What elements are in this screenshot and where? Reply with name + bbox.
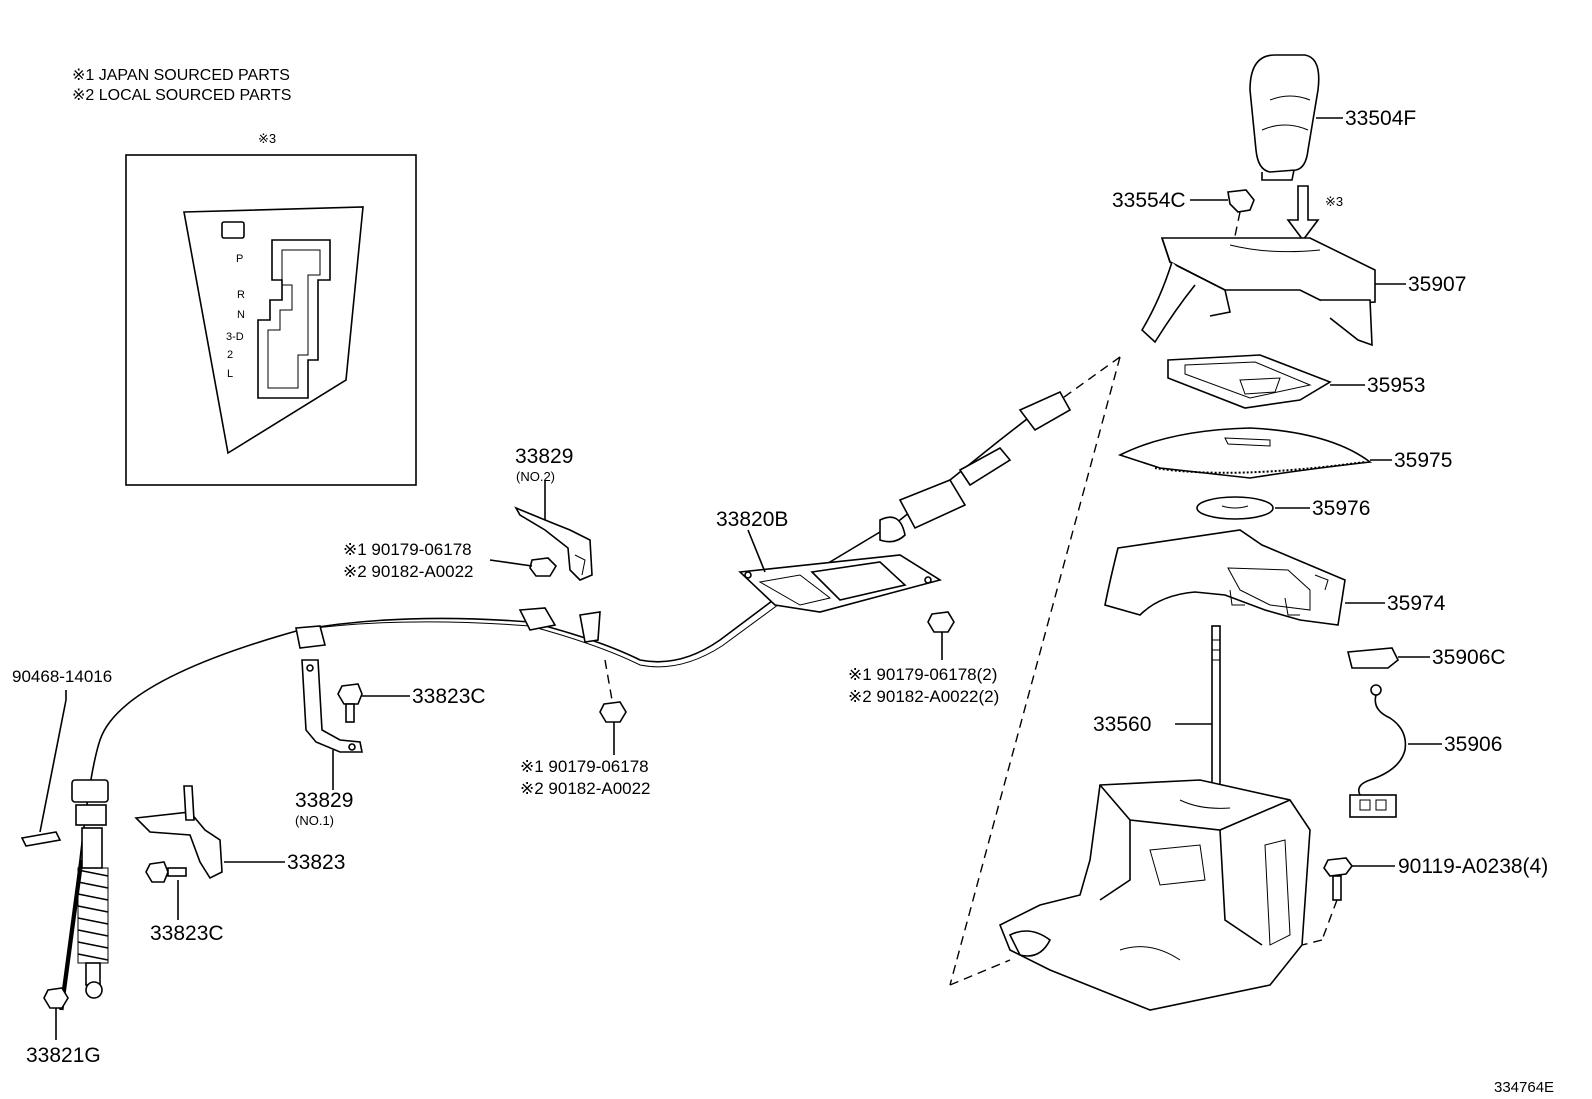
shift-knob bbox=[1249, 54, 1320, 181]
gate-2: 2 bbox=[227, 349, 233, 361]
label-33821G: 33821G bbox=[26, 1044, 101, 1067]
label-nut3-l1: ※1 90179-06178 bbox=[520, 757, 649, 776]
bracket-33829-no2 bbox=[514, 506, 593, 581]
cable-bracket-33820B bbox=[738, 554, 942, 613]
bolt-33823C-upper bbox=[337, 683, 363, 723]
label-33823C-lower: 33823C bbox=[150, 922, 224, 945]
shift-base-assembly bbox=[998, 779, 1311, 1011]
cable-collar bbox=[295, 625, 327, 649]
shift-gate-inset: P R N 3-D 2 L bbox=[125, 154, 417, 486]
plate-35953 bbox=[1167, 354, 1332, 409]
gate-p: P bbox=[236, 253, 243, 265]
note-local-sourced: ※2 LOCAL SOURCED PARTS bbox=[72, 87, 291, 104]
label-35953: 35953 bbox=[1367, 374, 1425, 397]
label-nut2-l2: ※2 90182-A0022(2) bbox=[848, 687, 999, 706]
label-nut1-l1: ※1 90179-06178 bbox=[343, 540, 472, 559]
label-33829-no1: 33829 bbox=[295, 789, 353, 812]
label-35976: 35976 bbox=[1312, 497, 1370, 520]
gate-r: R bbox=[237, 289, 245, 301]
label-nut1-l2: ※2 90182-A0022 bbox=[343, 562, 474, 581]
transmission-control-cable bbox=[59, 404, 1046, 1011]
label-35975: 35975 bbox=[1394, 449, 1452, 472]
gate-l: L bbox=[227, 368, 233, 380]
housing-cover-35974 bbox=[1104, 529, 1346, 626]
down-arrow-icon bbox=[1286, 185, 1320, 242]
inset-marker: ※3 bbox=[258, 131, 276, 146]
bracket-33829-no1 bbox=[301, 659, 363, 753]
cable-end-upper bbox=[879, 390, 1072, 543]
label-90119: 90119-A0238(4) bbox=[1398, 855, 1548, 878]
clip-33554C bbox=[1227, 189, 1255, 213]
label-33820B: 33820B bbox=[716, 508, 788, 531]
arrow-marker: ※3 bbox=[1325, 194, 1343, 209]
clip-35906C bbox=[1346, 647, 1400, 669]
figure-id: 334764E bbox=[1494, 1079, 1554, 1096]
label-33504F: 33504F bbox=[1345, 107, 1416, 130]
label-33554C: 33554C bbox=[1112, 189, 1186, 212]
indicator-housing-35907 bbox=[1140, 237, 1376, 347]
wire-35906 bbox=[1349, 684, 1407, 818]
bolt-33823C-lower bbox=[145, 861, 187, 883]
shift-lever-33560 bbox=[1211, 625, 1221, 797]
note-japan-sourced: ※1 JAPAN SOURCED PARTS bbox=[72, 67, 290, 84]
bracket-33823 bbox=[134, 785, 223, 880]
label-33829-no1-sub: (NO.1) bbox=[295, 813, 334, 828]
gate-n: N bbox=[237, 309, 245, 321]
label-35906: 35906 bbox=[1444, 733, 1502, 756]
label-33829-no2-sub: (NO.2) bbox=[516, 469, 555, 484]
label-35974: 35974 bbox=[1387, 592, 1446, 615]
label-33823C-upper: 33823C bbox=[412, 685, 486, 708]
bolt-90119 bbox=[1323, 857, 1353, 901]
cable-end-spring bbox=[71, 779, 109, 999]
clip-90468 bbox=[20, 831, 62, 847]
gate-3d: 3-D bbox=[226, 331, 244, 343]
cable-clip-2 bbox=[579, 611, 601, 643]
cable-clip bbox=[518, 607, 557, 631]
label-35907: 35907 bbox=[1408, 273, 1466, 296]
nut-3 bbox=[599, 701, 627, 723]
dust-cover-35975 bbox=[1117, 427, 1373, 479]
label-33823: 33823 bbox=[287, 851, 345, 874]
nut-1 bbox=[529, 557, 558, 577]
label-90468: 90468-14016 bbox=[12, 667, 112, 686]
label-nut2-l1: ※1 90179-06178(2) bbox=[848, 665, 997, 684]
label-33829-no2: 33829 bbox=[515, 445, 573, 468]
label-nut3-l2: ※2 90182-A0022 bbox=[520, 779, 651, 798]
label-35906C: 35906C bbox=[1432, 646, 1506, 669]
nut-2 bbox=[927, 611, 955, 633]
label-33560: 33560 bbox=[1093, 713, 1151, 736]
nut-33821G bbox=[43, 987, 69, 1009]
